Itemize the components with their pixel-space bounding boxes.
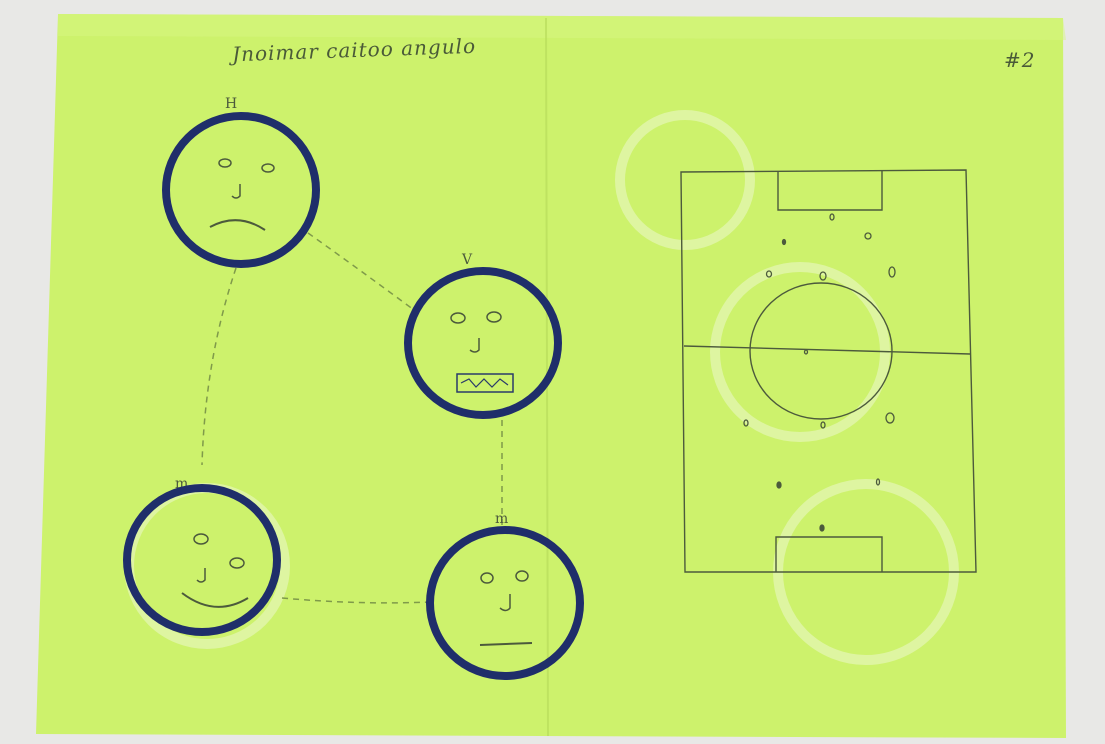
page-number-mark: #2 [1004, 48, 1035, 72]
face-top-left-letter: H [225, 96, 237, 112]
face-middle-right-letter: V [461, 252, 473, 268]
face-bottom-right-letter: m [495, 511, 508, 527]
